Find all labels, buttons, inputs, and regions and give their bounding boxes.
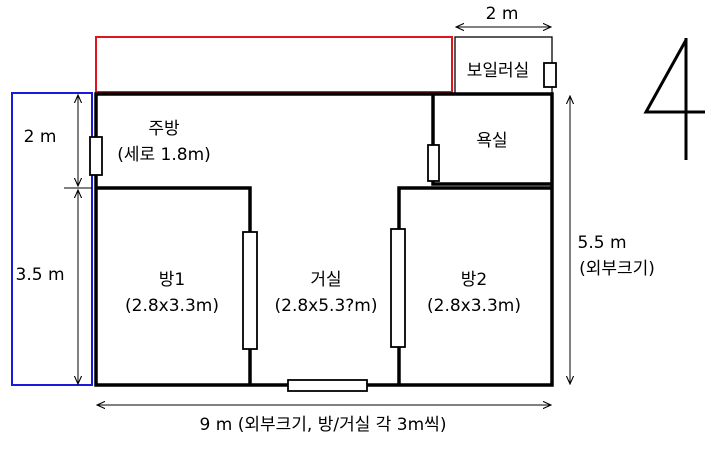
dim-right-label: 5.5 m: [578, 233, 627, 253]
boiler-door: [543, 62, 557, 88]
front-door: [287, 379, 368, 392]
dim-top-label: 2 m: [486, 4, 519, 24]
dim-right-note-label: (외부크기): [579, 259, 655, 279]
dim-bottom-label: 9 m (외부크기, 방/거실 각 3m씩): [200, 415, 447, 435]
room1-size-label: (2.8x3.3m): [125, 296, 219, 316]
living-room-size-label: (2.8x5.3?m): [275, 296, 378, 316]
living-room-label: 거실: [310, 270, 341, 290]
dim-left-lower-label: 3.5 m: [16, 265, 65, 285]
blue-outline-area: [11, 92, 93, 386]
kitchen-door: [89, 136, 103, 176]
bathroom-label: 욕실: [476, 131, 507, 151]
kitchen-size-label: (세로 1.8m): [117, 145, 211, 165]
boiler-room-label: 보일러실: [467, 61, 530, 81]
kitchen-label: 주방: [148, 119, 180, 139]
room2-label: 방2: [461, 270, 487, 290]
room2-door: [390, 228, 406, 348]
bathroom-wall: [431, 94, 552, 186]
room2-size-label: (2.8x3.3m): [427, 296, 521, 316]
dim-left-upper-label: 2 m: [24, 127, 57, 147]
north-mark-icon: [643, 38, 705, 160]
bathroom-door: [427, 144, 440, 182]
room1-door: [242, 231, 258, 350]
red-outline-area: [95, 36, 453, 93]
room1-label: 방1: [159, 270, 185, 290]
